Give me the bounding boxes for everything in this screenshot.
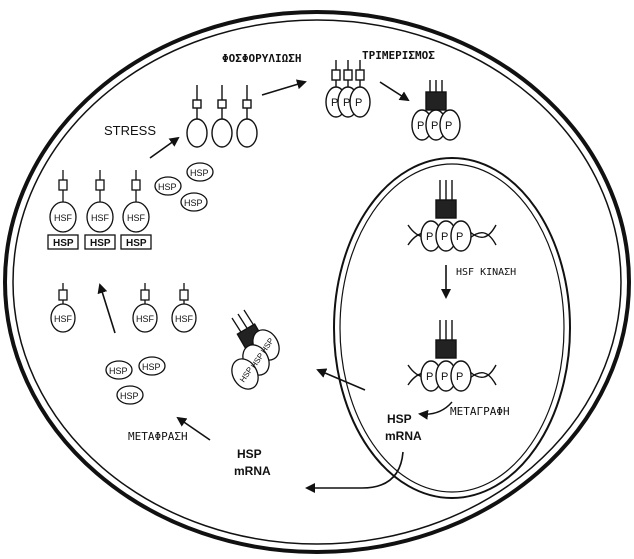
svg-text:HSF: HSF [175, 314, 194, 324]
svg-text:HSP: HSP [126, 238, 147, 249]
svg-text:P: P [417, 120, 424, 132]
hsp-cluster-upper: HSP HSP HSP [155, 163, 213, 211]
svg-text:HSP: HSP [190, 168, 209, 178]
svg-text:P: P [456, 231, 463, 243]
svg-text:HSP: HSP [109, 366, 128, 376]
svg-text:HSP: HSP [158, 182, 177, 192]
arrow-to-phosphorylated [262, 82, 305, 95]
svg-text:HSF: HSF [54, 314, 73, 324]
svg-text:P: P [355, 97, 362, 109]
nuclear-mrna-label: mRNA [385, 429, 422, 443]
svg-text:P: P [431, 120, 438, 132]
svg-text:HSF: HSF [136, 314, 155, 324]
svg-text:HSP: HSP [120, 391, 139, 401]
cytoplasm-hsp-label: HSP [237, 447, 262, 461]
arrow-recycle-up [100, 285, 115, 333]
cytoplasm-mrna-label: mRNA [234, 464, 271, 478]
svg-text:P: P [426, 371, 433, 383]
nuclear-hsp-label: HSP [387, 412, 412, 426]
hsf-free-monomers: HSF HSF HSF [51, 283, 196, 332]
svg-text:HSP: HSP [142, 362, 161, 372]
hsf-trimer-cytoplasm: P P P [412, 80, 460, 140]
arrow-stress-to-monomers [150, 138, 178, 158]
svg-text:HSP: HSP [90, 238, 111, 249]
svg-text:HSF: HSF [127, 213, 146, 223]
svg-text:P: P [456, 371, 463, 383]
hsf-trimer-dna-bound-lower: P P P [408, 320, 496, 391]
svg-text:P: P [441, 231, 448, 243]
svg-text:P: P [343, 97, 350, 109]
svg-text:P: P [441, 371, 448, 383]
arrow-to-trimer [380, 82, 408, 100]
phosphorylation-label: ΦΟΣΦΟΡΥΛΙΩΣΗ [222, 52, 301, 65]
trimerization-label: ΤΡΙΜΕΡΙΣΜΟΣ [362, 49, 435, 62]
hsf-hsp-complexes: HSF HSP HSF HSP HSF HSP [48, 170, 151, 249]
svg-text:HSF: HSF [91, 213, 110, 223]
svg-text:HSF: HSF [54, 213, 73, 223]
stress-label: STRESS [104, 123, 156, 138]
transcription-label: ΜΕΤΑΓΡΑΦΗ [450, 405, 510, 418]
svg-text:P: P [426, 231, 433, 243]
arrow-mrna-export [307, 452, 403, 488]
svg-text:P: P [331, 97, 338, 109]
svg-text:HSP: HSP [53, 238, 74, 249]
hsf-monomers-stressed [187, 85, 257, 147]
hsf-kinase-label: HSF ΚΙΝΑΣΗ [456, 267, 516, 278]
svg-text:P: P [445, 120, 452, 132]
arrow-transcription [420, 402, 452, 414]
translation-label: ΜΕΤΑΦΡΑΣΗ [128, 430, 188, 443]
hsf-trimer-hsp-bound: HSP HSP HSP [227, 310, 285, 394]
cell-membrane [5, 12, 629, 552]
hsf-phosphorylated-monomers: P P P [326, 60, 370, 117]
hsf-trimer-dna-bound-upper: P P P [408, 180, 496, 251]
hsp-cluster-lower: HSP HSP HSP [106, 357, 165, 404]
svg-text:HSP: HSP [184, 198, 203, 208]
